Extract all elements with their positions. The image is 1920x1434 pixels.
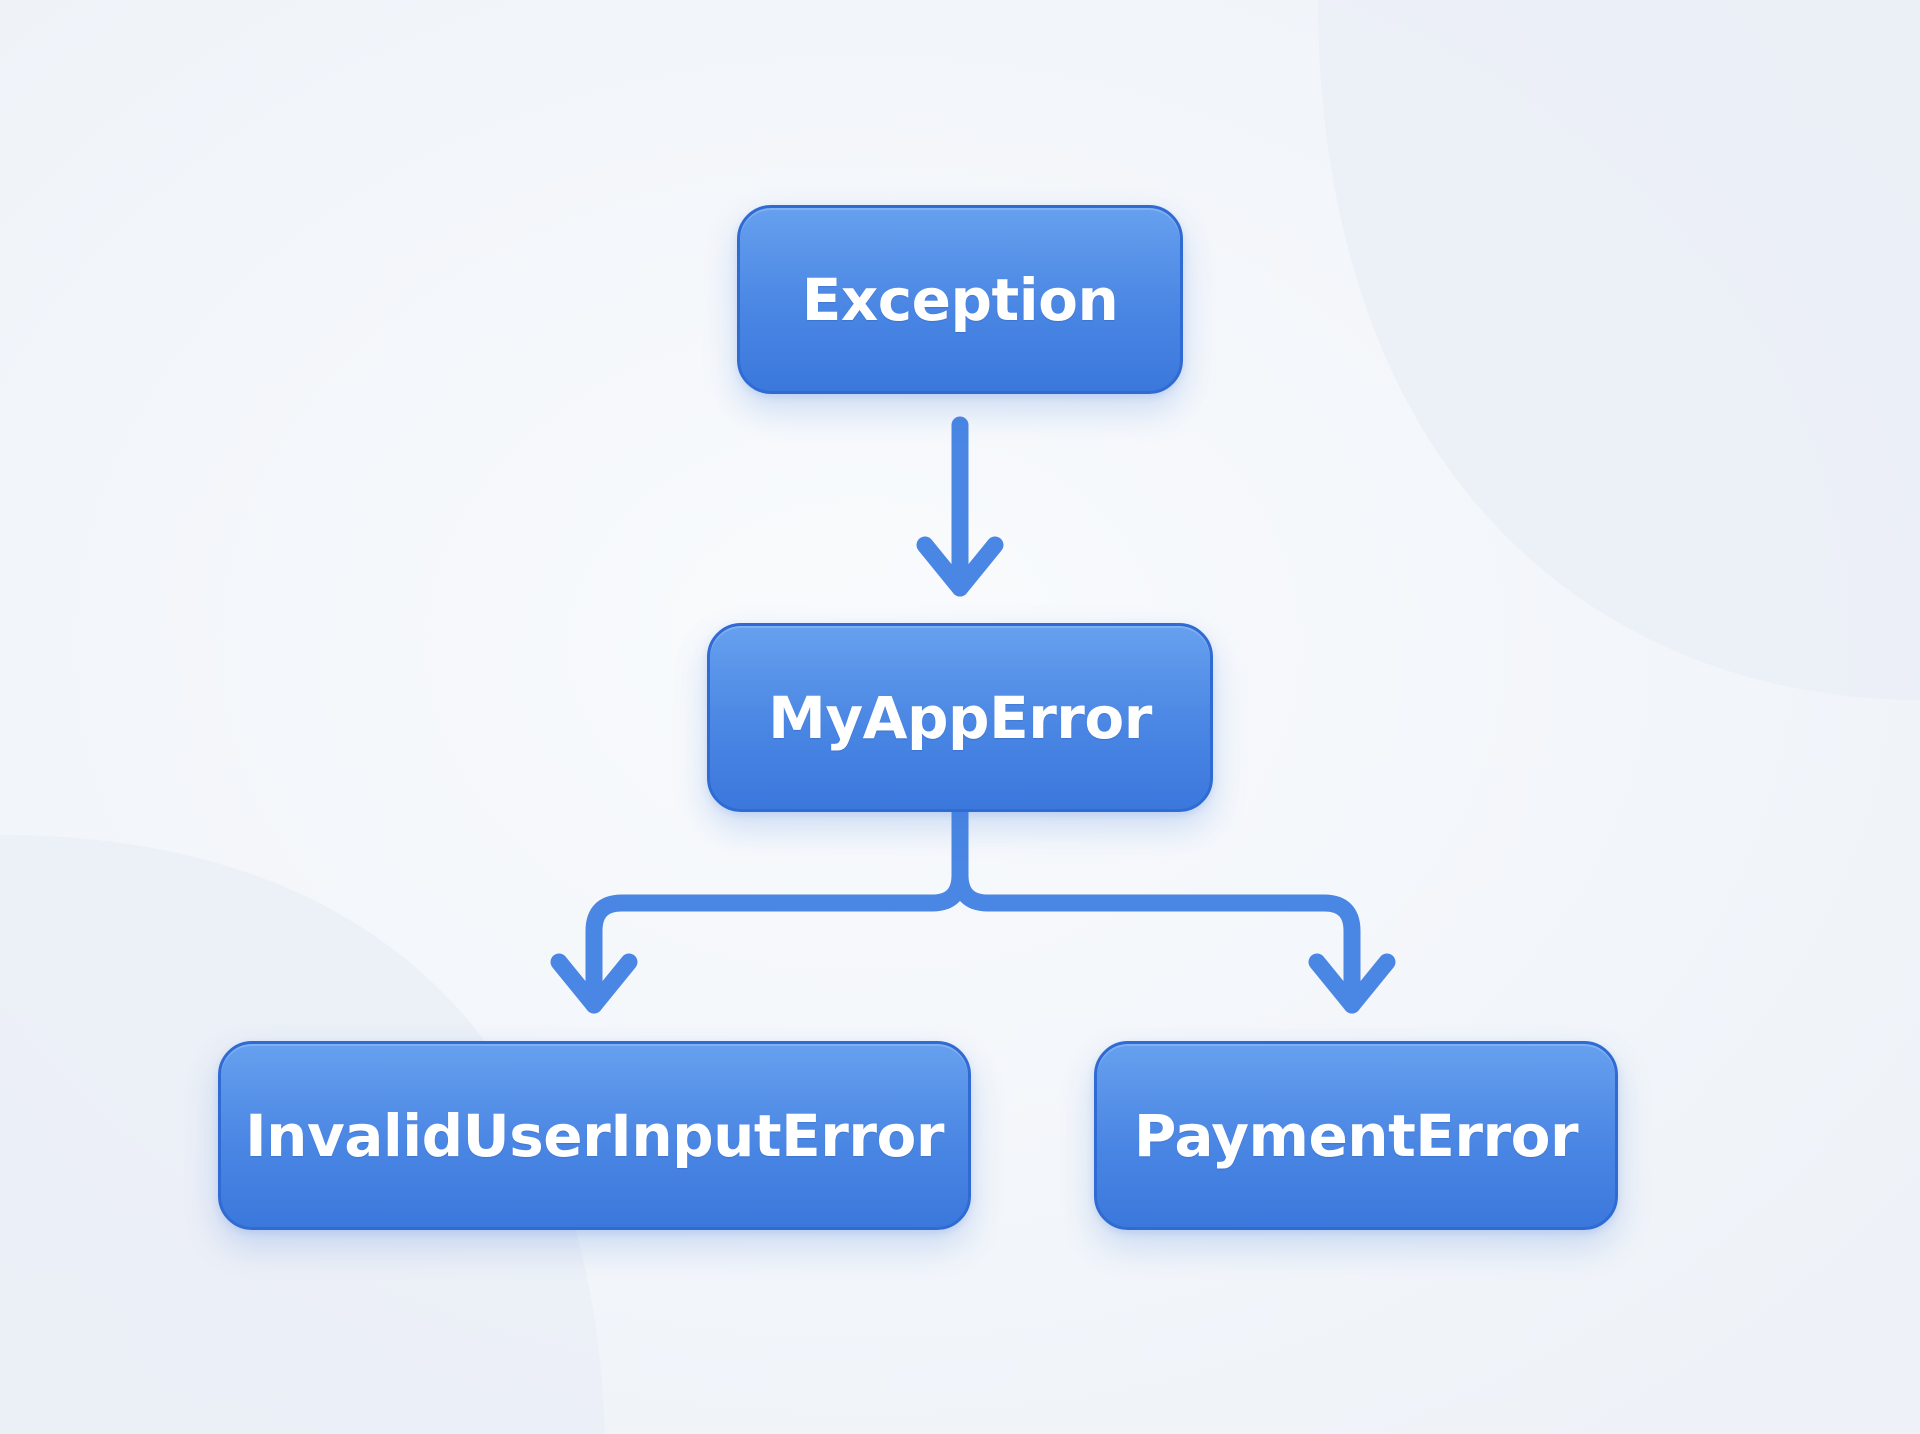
node-invaliduserinputerror: InvalidUserInputError (218, 1041, 971, 1230)
node-label: PaymentError (1133, 1101, 1579, 1170)
node-label: Exception (801, 265, 1119, 334)
background-blob-top-right (1318, 0, 1920, 700)
arrowhead-to-myapperror (916, 536, 1004, 597)
arrowhead-to-invaliduserinputerror (550, 953, 638, 1014)
node-exception: Exception (737, 205, 1183, 394)
arrowhead-to-paymenterror (1308, 953, 1396, 1014)
node-myapperror: MyAppError (707, 623, 1213, 812)
node-label: MyAppError (768, 683, 1152, 752)
node-label: InvalidUserInputError (245, 1101, 944, 1170)
node-paymenterror: PaymentError (1094, 1041, 1618, 1230)
edge-myapperror-to-paymenterror (951, 803, 1361, 1014)
edge-myapperror-to-invaliduserinputerror (585, 803, 969, 1014)
